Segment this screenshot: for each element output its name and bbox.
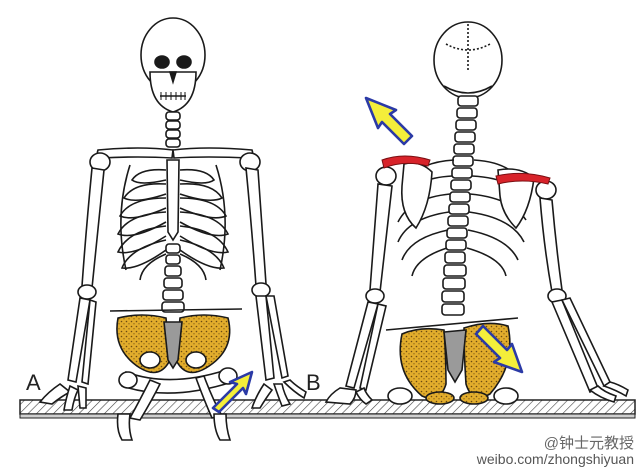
hands-back (324, 381, 629, 405)
skull-back (433, 21, 503, 99)
scapulae (400, 162, 535, 230)
panel-label-a: A (26, 370, 41, 395)
arms-front (67, 167, 289, 386)
scapular-spine-highlight (381, 155, 551, 185)
upward-arrow-front (211, 370, 254, 414)
iliac-crest-line-back (385, 317, 519, 331)
pelvis-front (116, 314, 231, 374)
legs-back (387, 387, 519, 405)
watermark-handle: @钟士元教授 (543, 435, 634, 452)
watermark-url: weibo.com/zhongshiyuan (476, 451, 634, 467)
panel-label-b: B (306, 370, 321, 395)
arms-back (345, 166, 612, 394)
clavicles-front (89, 147, 261, 172)
skeleton-back (324, 21, 629, 405)
iliac-crest-line-front (109, 308, 243, 312)
skeleton-front (38, 17, 307, 441)
spine-front (161, 243, 185, 313)
hands-front (38, 379, 307, 411)
upward-arrow-pelvis (474, 324, 524, 374)
cervical-spine-front (165, 111, 181, 148)
spine-back (441, 95, 479, 316)
upward-arrow-shoulder (364, 96, 414, 146)
skull-front (140, 17, 206, 113)
rib-cage-front (116, 164, 230, 281)
sternum (166, 159, 180, 242)
